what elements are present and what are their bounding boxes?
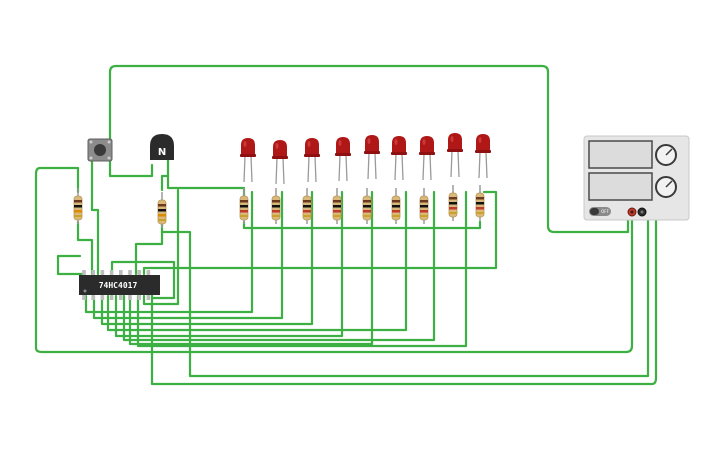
- wire[interactable]: [134, 230, 164, 276]
- wire[interactable]: [136, 190, 468, 348]
- resistor[interactable]: [391, 188, 401, 224]
- wire[interactable]: [76, 220, 94, 276]
- ic-pin[interactable]: [137, 294, 141, 300]
- led[interactable]: [419, 136, 435, 181]
- led[interactable]: [364, 135, 380, 180]
- led[interactable]: [391, 136, 407, 181]
- ic-pin[interactable]: [146, 270, 151, 276]
- wire[interactable]: [166, 158, 246, 200]
- ic-pin[interactable]: [91, 294, 95, 300]
- current-knob[interactable]: [655, 176, 677, 198]
- pushbutton[interactable]: [87, 138, 113, 162]
- ic-pin[interactable]: [128, 270, 132, 276]
- led[interactable]: [335, 137, 351, 182]
- npn-transistor[interactable]: N: [150, 134, 174, 160]
- wires: [34, 64, 658, 386]
- wire[interactable]: [114, 190, 344, 338]
- chip-label: 74HC4017: [99, 281, 138, 290]
- wire[interactable]: [84, 190, 254, 314]
- led[interactable]: [304, 138, 320, 183]
- power-switch-label: OFF: [601, 209, 609, 214]
- resistor[interactable]: [302, 188, 312, 224]
- resistor[interactable]: [419, 188, 429, 224]
- ic-pin[interactable]: [82, 270, 86, 276]
- ic-74hc4017[interactable]: 74HC4017: [79, 270, 160, 300]
- terminal-negative[interactable]: [637, 207, 647, 217]
- resistor[interactable]: [475, 185, 485, 221]
- resistor[interactable]: [362, 188, 372, 224]
- resistor[interactable]: [73, 188, 83, 224]
- terminal-positive[interactable]: [627, 207, 637, 217]
- voltage-knob[interactable]: [655, 144, 677, 166]
- resistor[interactable]: [332, 188, 342, 224]
- wire[interactable]: [128, 190, 374, 346]
- led[interactable]: [240, 138, 256, 183]
- ic-pin[interactable]: [146, 294, 151, 300]
- wire[interactable]: [108, 64, 630, 234]
- ic-pin[interactable]: [91, 270, 95, 276]
- wire[interactable]: [56, 254, 86, 276]
- ic-pin[interactable]: [119, 270, 123, 276]
- ic-pin[interactable]: [109, 294, 114, 300]
- power-supply[interactable]: OFF: [583, 135, 690, 221]
- resistor[interactable]: [239, 188, 249, 224]
- ic-pin[interactable]: [100, 294, 105, 300]
- wire[interactable]: [110, 260, 176, 300]
- ic-pin[interactable]: [128, 294, 132, 300]
- resistors: [73, 185, 485, 228]
- ic-pin[interactable]: [82, 294, 86, 300]
- resistor[interactable]: [448, 185, 458, 221]
- ic-pin[interactable]: [137, 270, 141, 276]
- wire[interactable]: [122, 190, 436, 342]
- resistor[interactable]: [157, 192, 167, 228]
- wire[interactable]: [242, 220, 482, 230]
- wire[interactable]: [100, 190, 314, 326]
- wire[interactable]: [106, 190, 408, 332]
- ic-pin[interactable]: [119, 294, 123, 300]
- wire[interactable]: [34, 166, 634, 354]
- ic-pin[interactable]: [100, 270, 105, 276]
- wire[interactable]: [90, 158, 100, 276]
- transistor-label: N: [158, 147, 166, 158]
- leds: [240, 133, 491, 185]
- led[interactable]: [272, 140, 288, 185]
- wire[interactable]: [142, 190, 498, 276]
- ic-pin[interactable]: [109, 270, 114, 276]
- wire[interactable]: [142, 188, 180, 306]
- wire[interactable]: [108, 148, 154, 178]
- led[interactable]: [475, 134, 491, 179]
- wire[interactable]: [92, 190, 284, 320]
- wire[interactable]: [150, 214, 658, 386]
- wire[interactable]: [160, 174, 170, 192]
- wire[interactable]: [160, 214, 650, 378]
- led[interactable]: [447, 133, 463, 178]
- power-switch[interactable]: OFF: [589, 207, 611, 216]
- resistor[interactable]: [271, 188, 281, 224]
